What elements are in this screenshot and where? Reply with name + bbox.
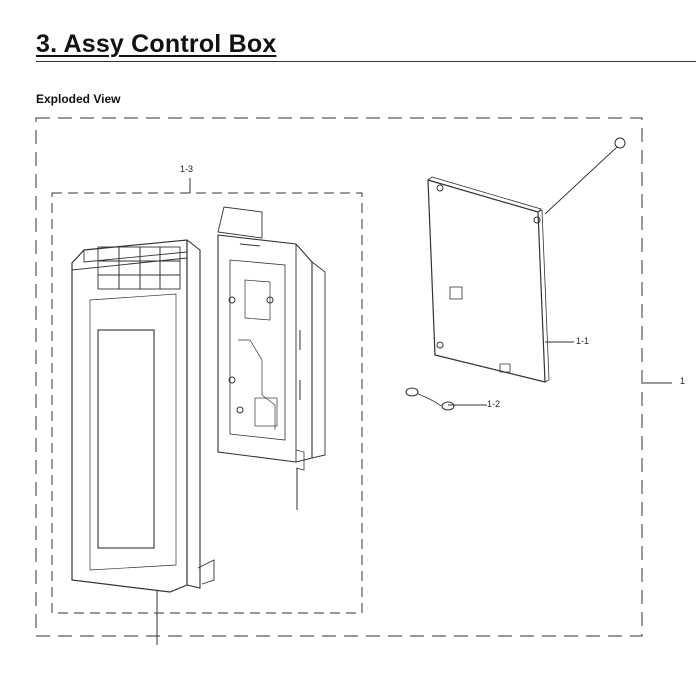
callout-wire: 1-2 [487,399,501,409]
screw [544,137,626,215]
group-1-3-boundary [51,192,363,614]
assembly-boundary [35,117,643,637]
metal-frame [217,206,326,471]
page-title: 3. Assy Control Box [36,30,277,58]
pcb-board [427,176,550,383]
callout-panel-group: 1-3 [180,164,194,174]
section-subtitle: Exploded View [36,92,121,106]
title-rule [36,61,696,62]
callout-pcb: 1-1 [576,336,590,346]
control-panel-front [71,239,215,593]
ground-wire [405,387,455,411]
callout-assembly: 1 [680,376,686,386]
